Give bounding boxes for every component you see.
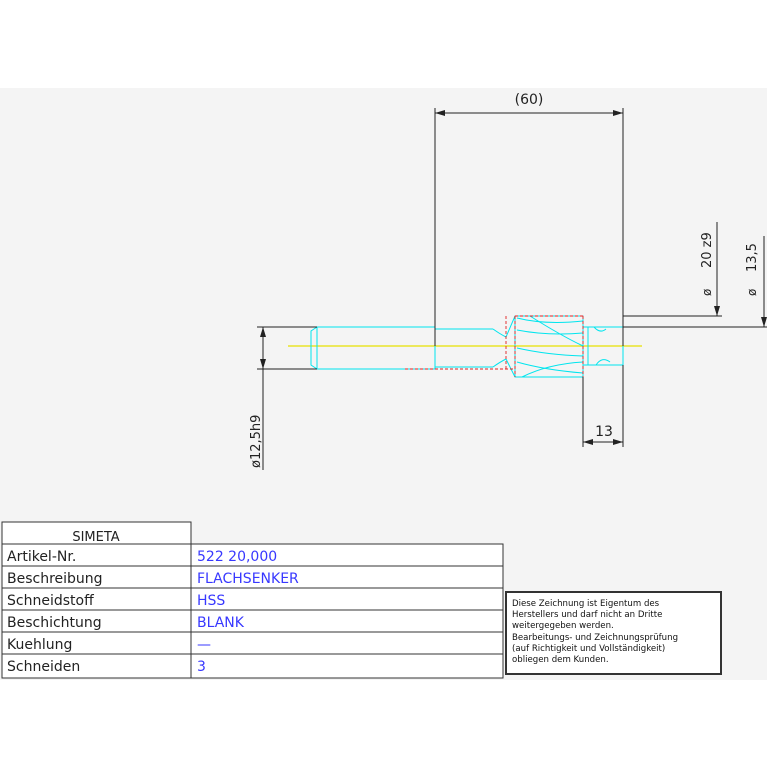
row-label-schneiden: Schneiden [7, 659, 80, 675]
dimension-bore-diameter [623, 236, 767, 328]
row-value-schneidstoff: HSS [197, 593, 225, 609]
dimension-bore-diameter-symbol: ø [745, 289, 759, 296]
hidden-lines [405, 315, 584, 377]
dimension-bore-diameter-label: 13,5 [745, 243, 760, 272]
dimension-pilot-length-label: 13 [595, 424, 613, 440]
title-block [1, 521, 504, 679]
row-value-kuehlung: — [197, 637, 211, 653]
top-margin [0, 0, 767, 88]
row-value-schneiden: 3 [197, 659, 206, 675]
notice-line: obliegen dem Kunden. [512, 655, 609, 666]
notice-line: (auf Richtigkeit und Vollständigkeit) [512, 643, 666, 654]
title-block-header: SIMETA [72, 530, 119, 545]
notice-line: Herstellers und darf nicht an Dritte [512, 610, 663, 621]
row-label-kuehlung: Kuehlung [7, 637, 72, 653]
dimension-shank-diameter [257, 326, 317, 470]
row-value-artikel: 522 20,000 [197, 549, 277, 565]
notice-line: weitergegeben werden. [512, 621, 614, 632]
ownership-notice: Diese Zeichnung ist Eigentum des Herstel… [505, 591, 722, 675]
dimension-shank-diameter-label: ø12,5h9 [249, 415, 264, 468]
dimension-length-label: (60) [515, 92, 544, 108]
row-value-beschreibung: FLACHSENKER [197, 571, 299, 587]
row-label-artikel: Artikel-Nr. [7, 549, 76, 565]
notice-line: Bearbeitungs- und Zeichnungsprüfung [512, 632, 679, 643]
notice-line: Diese Zeichnung ist Eigentum des [512, 599, 660, 609]
dimension-pilot-diameter-symbol: ø [700, 289, 714, 296]
dimension-pilot-diameter [623, 222, 722, 317]
dimension-length [434, 108, 624, 346]
dimension-pilot-length [582, 365, 624, 447]
row-label-beschreibung: Beschreibung [7, 571, 103, 587]
row-label-schneidstoff: Schneidstoff [7, 593, 94, 609]
row-value-beschichtung: BLANK [197, 615, 245, 631]
row-label-beschichtung: Beschichtung [7, 615, 102, 631]
dimension-pilot-diameter-label: 20 z9 [700, 232, 715, 268]
bottom-margin [0, 680, 767, 767]
